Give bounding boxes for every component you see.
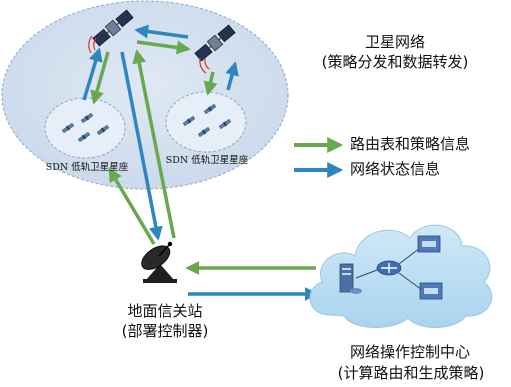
legend-green-label: 路由表和策略信息 — [350, 135, 471, 153]
control-center-cloud — [309, 224, 493, 329]
constellation-right-label: SDN 低轨卫星星座 — [165, 155, 249, 166]
control-center-title: 网络操作控制中心 — [349, 343, 470, 361]
link-router-device-bottom — [398, 272, 423, 291]
legend-blue-label: 网络状态信息 — [350, 160, 441, 178]
constellation-left-satellites — [61, 112, 110, 143]
constellation-left-region — [44, 97, 126, 159]
arrow-sat-to-constellation-right-green — [203, 71, 218, 96]
arrow-constellation-left-to-sat-blue — [82, 47, 103, 101]
network-device-icon-bottom — [419, 282, 443, 300]
arrow-constellation-right-to-sat-blue — [225, 61, 239, 91]
constellation-right-region — [165, 91, 247, 153]
control-center-subtitle: (计算路由和生成策略) — [337, 364, 485, 382]
arrow-sat-to-sat-blue — [134, 24, 189, 39]
arrow-sat-to-constellation-left-green — [90, 51, 110, 105]
signal-waves-right — [199, 57, 210, 74]
constellation-right-satellites — [182, 103, 232, 138]
router-icon — [376, 260, 402, 276]
constellation-left-label: SDN 低轨卫星星座 — [45, 162, 129, 173]
arrow-ground-to-sat-green — [132, 49, 176, 239]
satellite-icon-right — [194, 24, 236, 62]
link-server-router — [355, 269, 378, 279]
satellite-network-title: 卫星网络 — [364, 33, 425, 51]
satellite-icon-left — [92, 9, 134, 47]
network-device-icon-top — [417, 235, 441, 253]
arrow-ground-to-constellation-left-green — [108, 167, 156, 245]
ground-station-subtitle: (部署控制器) — [121, 322, 209, 340]
arrow-sat-to-sat-green — [136, 40, 191, 55]
satellite-network-subtitle: (策略分发和数据转发) — [321, 53, 469, 71]
server-icon — [339, 263, 362, 294]
arrow-sat-to-ground-blue — [120, 51, 163, 241]
satellite-dish-icon — [141, 241, 177, 283]
ground-station-title: 地面信关站 — [127, 302, 203, 320]
link-router-device-top — [398, 247, 421, 265]
